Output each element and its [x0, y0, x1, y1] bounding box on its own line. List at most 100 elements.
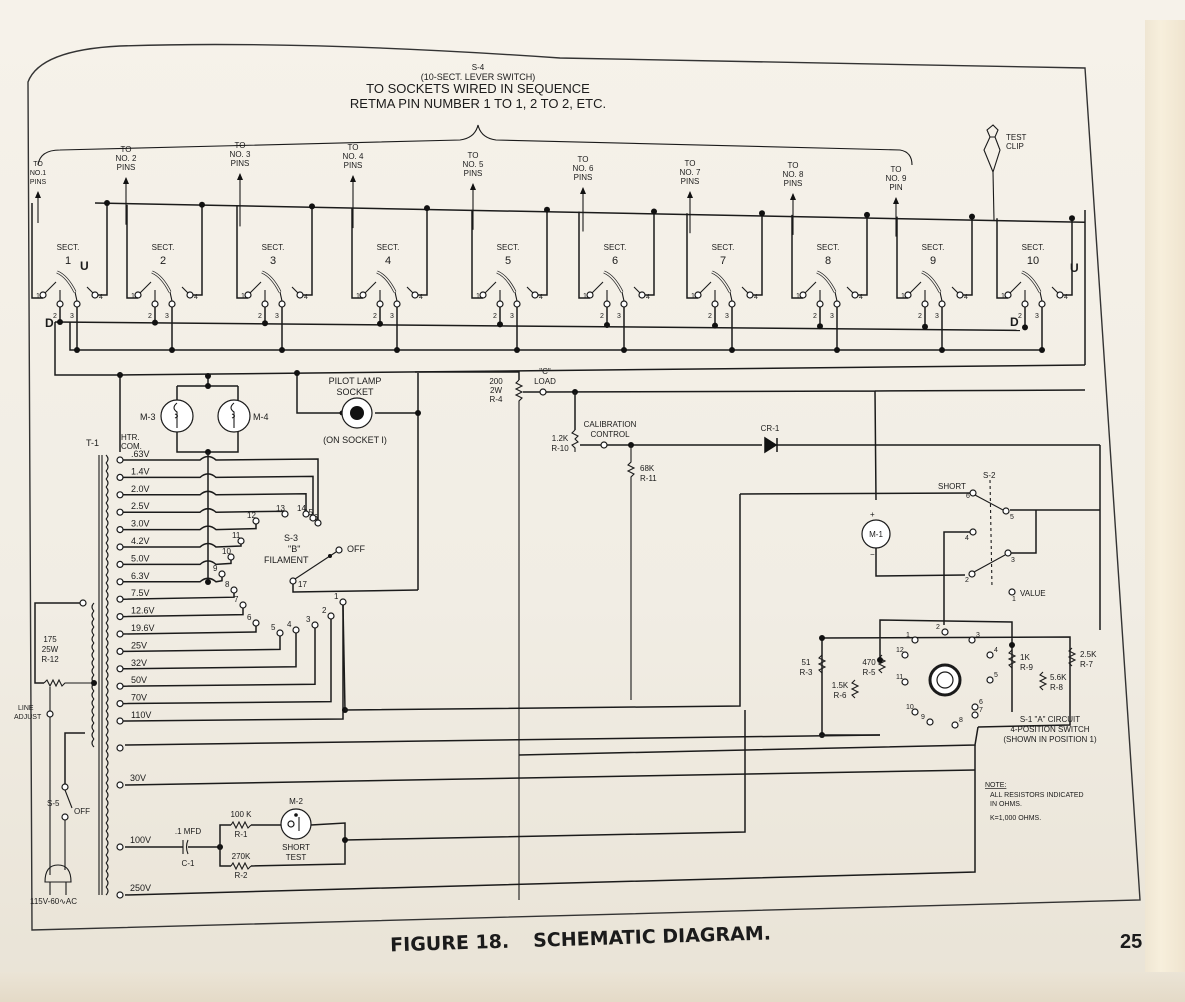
- resistor-r7-icon: [1067, 647, 1077, 667]
- lamp-m2-label: M-2: [289, 797, 303, 806]
- svg-text:4: 4: [646, 294, 650, 301]
- c-load-label-1: "C": [539, 367, 551, 376]
- svg-text:TO: TO: [121, 145, 132, 154]
- r10-id: R-10: [551, 444, 569, 453]
- switch-contact: [276, 629, 284, 637]
- header-line-2: RETMA PIN NUMBER 1 TO 1, 2 TO 2, ETC.: [350, 96, 606, 111]
- r7-id: R-7: [1080, 660, 1093, 669]
- svg-text:1: 1: [356, 293, 360, 300]
- r12-id: R-12: [41, 655, 59, 664]
- s1-contact-label: 12: [896, 647, 904, 654]
- svg-text:4: 4: [964, 294, 968, 301]
- svg-text:9: 9: [213, 564, 218, 573]
- svg-text:NO. 4: NO. 4: [343, 152, 364, 161]
- switch-contact: [237, 537, 245, 545]
- lever-icon: [921, 270, 942, 293]
- r11-id: R-11: [640, 474, 657, 483]
- svg-text:4: 4: [1064, 294, 1068, 301]
- section-label: SECT.: [57, 243, 80, 252]
- note-line-3: K=1,000 OHMS.: [990, 815, 1041, 822]
- svg-text:4: 4: [304, 294, 308, 301]
- capacitor-c1-icon: [182, 839, 189, 855]
- calibration-label-1: CALIBRATION: [584, 420, 637, 429]
- svg-text:PINS: PINS: [784, 179, 803, 188]
- lever-icon: [151, 270, 172, 293]
- s1-contact: [911, 636, 919, 644]
- note-block: NOTE: ALL RESISTORS INDICATED IN OHMS. K…: [985, 782, 1084, 822]
- s5-label: S-5: [47, 799, 60, 808]
- s1-contact-label: 2: [936, 624, 940, 631]
- transformer-tap: 6.3V9: [116, 564, 226, 586]
- pilot-lamp-note: (ON SOCKET I): [323, 435, 387, 445]
- line-adjust-label-2: ADJUST: [14, 714, 42, 721]
- svg-text:.63V: .63V: [131, 449, 150, 459]
- s2-value-label: VALUE: [1020, 589, 1046, 598]
- svg-text:1: 1: [583, 293, 587, 300]
- c-load-label-2: LOAD: [534, 377, 556, 386]
- s1-contact-label: 7: [979, 707, 983, 714]
- switch-contact: [261, 300, 269, 308]
- switch-contact: [376, 300, 384, 308]
- htr-com-label-2: COM.: [121, 442, 142, 451]
- svg-text:TO: TO: [891, 165, 902, 174]
- htr-com-label-1: HTR.: [121, 433, 140, 442]
- svg-text:1: 1: [476, 293, 480, 300]
- svg-text:4.2V: 4.2V: [131, 536, 150, 546]
- figure-title: SCHEMATIC DIAGRAM.: [533, 922, 771, 951]
- transformer-tap: 7.5V8: [116, 580, 238, 603]
- s1-contact: [968, 636, 976, 644]
- resistor-r1-icon: [230, 820, 252, 830]
- svg-text:1: 1: [131, 293, 135, 300]
- svg-text:NO. 6: NO. 6: [573, 164, 594, 173]
- switch-contact: [252, 619, 260, 627]
- s1-contact: [901, 678, 909, 686]
- resistor-r8-icon: [1038, 671, 1048, 691]
- lever-icon: [603, 270, 624, 293]
- test-clip: TEST CLIP: [983, 124, 1027, 221]
- pilot-lamp-label-2: SOCKET: [336, 387, 374, 397]
- s1-contact-label: 4: [994, 647, 998, 654]
- r4-value: 200: [489, 377, 503, 386]
- svg-text:11: 11: [232, 531, 241, 540]
- note-title: NOTE:: [985, 782, 1006, 789]
- s4-bottom-bus: [54, 321, 1021, 332]
- switch-contact: [281, 510, 289, 518]
- switch-contact: [314, 519, 322, 527]
- section-number: 5: [505, 255, 511, 267]
- svg-text:1: 1: [36, 293, 40, 300]
- figure-label: FIGURE 18.: [390, 931, 510, 957]
- svg-text:PINS: PINS: [344, 161, 363, 170]
- svg-text:2: 2: [148, 313, 152, 320]
- diagram-border: [27, 43, 1141, 931]
- calibration-label-2: CONTROL: [590, 430, 630, 439]
- svg-text:110V: 110V: [131, 710, 151, 720]
- switch-contact: [168, 300, 176, 308]
- lamp-m3-label: M-3: [140, 412, 156, 422]
- transformer-high-tap: [116, 891, 124, 899]
- r3-value: 51: [802, 658, 811, 667]
- c1-id: C-1: [182, 859, 195, 868]
- svg-text:2: 2: [600, 313, 604, 320]
- section-number: 6: [612, 255, 618, 267]
- svg-text:4: 4: [419, 294, 423, 301]
- note-line-1: ALL RESISTORS INDICATED: [990, 792, 1084, 799]
- filament-switch-s3: S-3 "B" FILAMENT OFF 17: [264, 533, 419, 593]
- svg-text:4: 4: [99, 294, 103, 301]
- power-plug-icon: [44, 864, 72, 895]
- resistor-r2-icon: [230, 861, 252, 871]
- svg-text:TO: TO: [578, 155, 589, 164]
- header-line-1: TO SOCKETS WIRED IN SEQUENCE: [366, 81, 590, 96]
- svg-text:3: 3: [275, 313, 279, 320]
